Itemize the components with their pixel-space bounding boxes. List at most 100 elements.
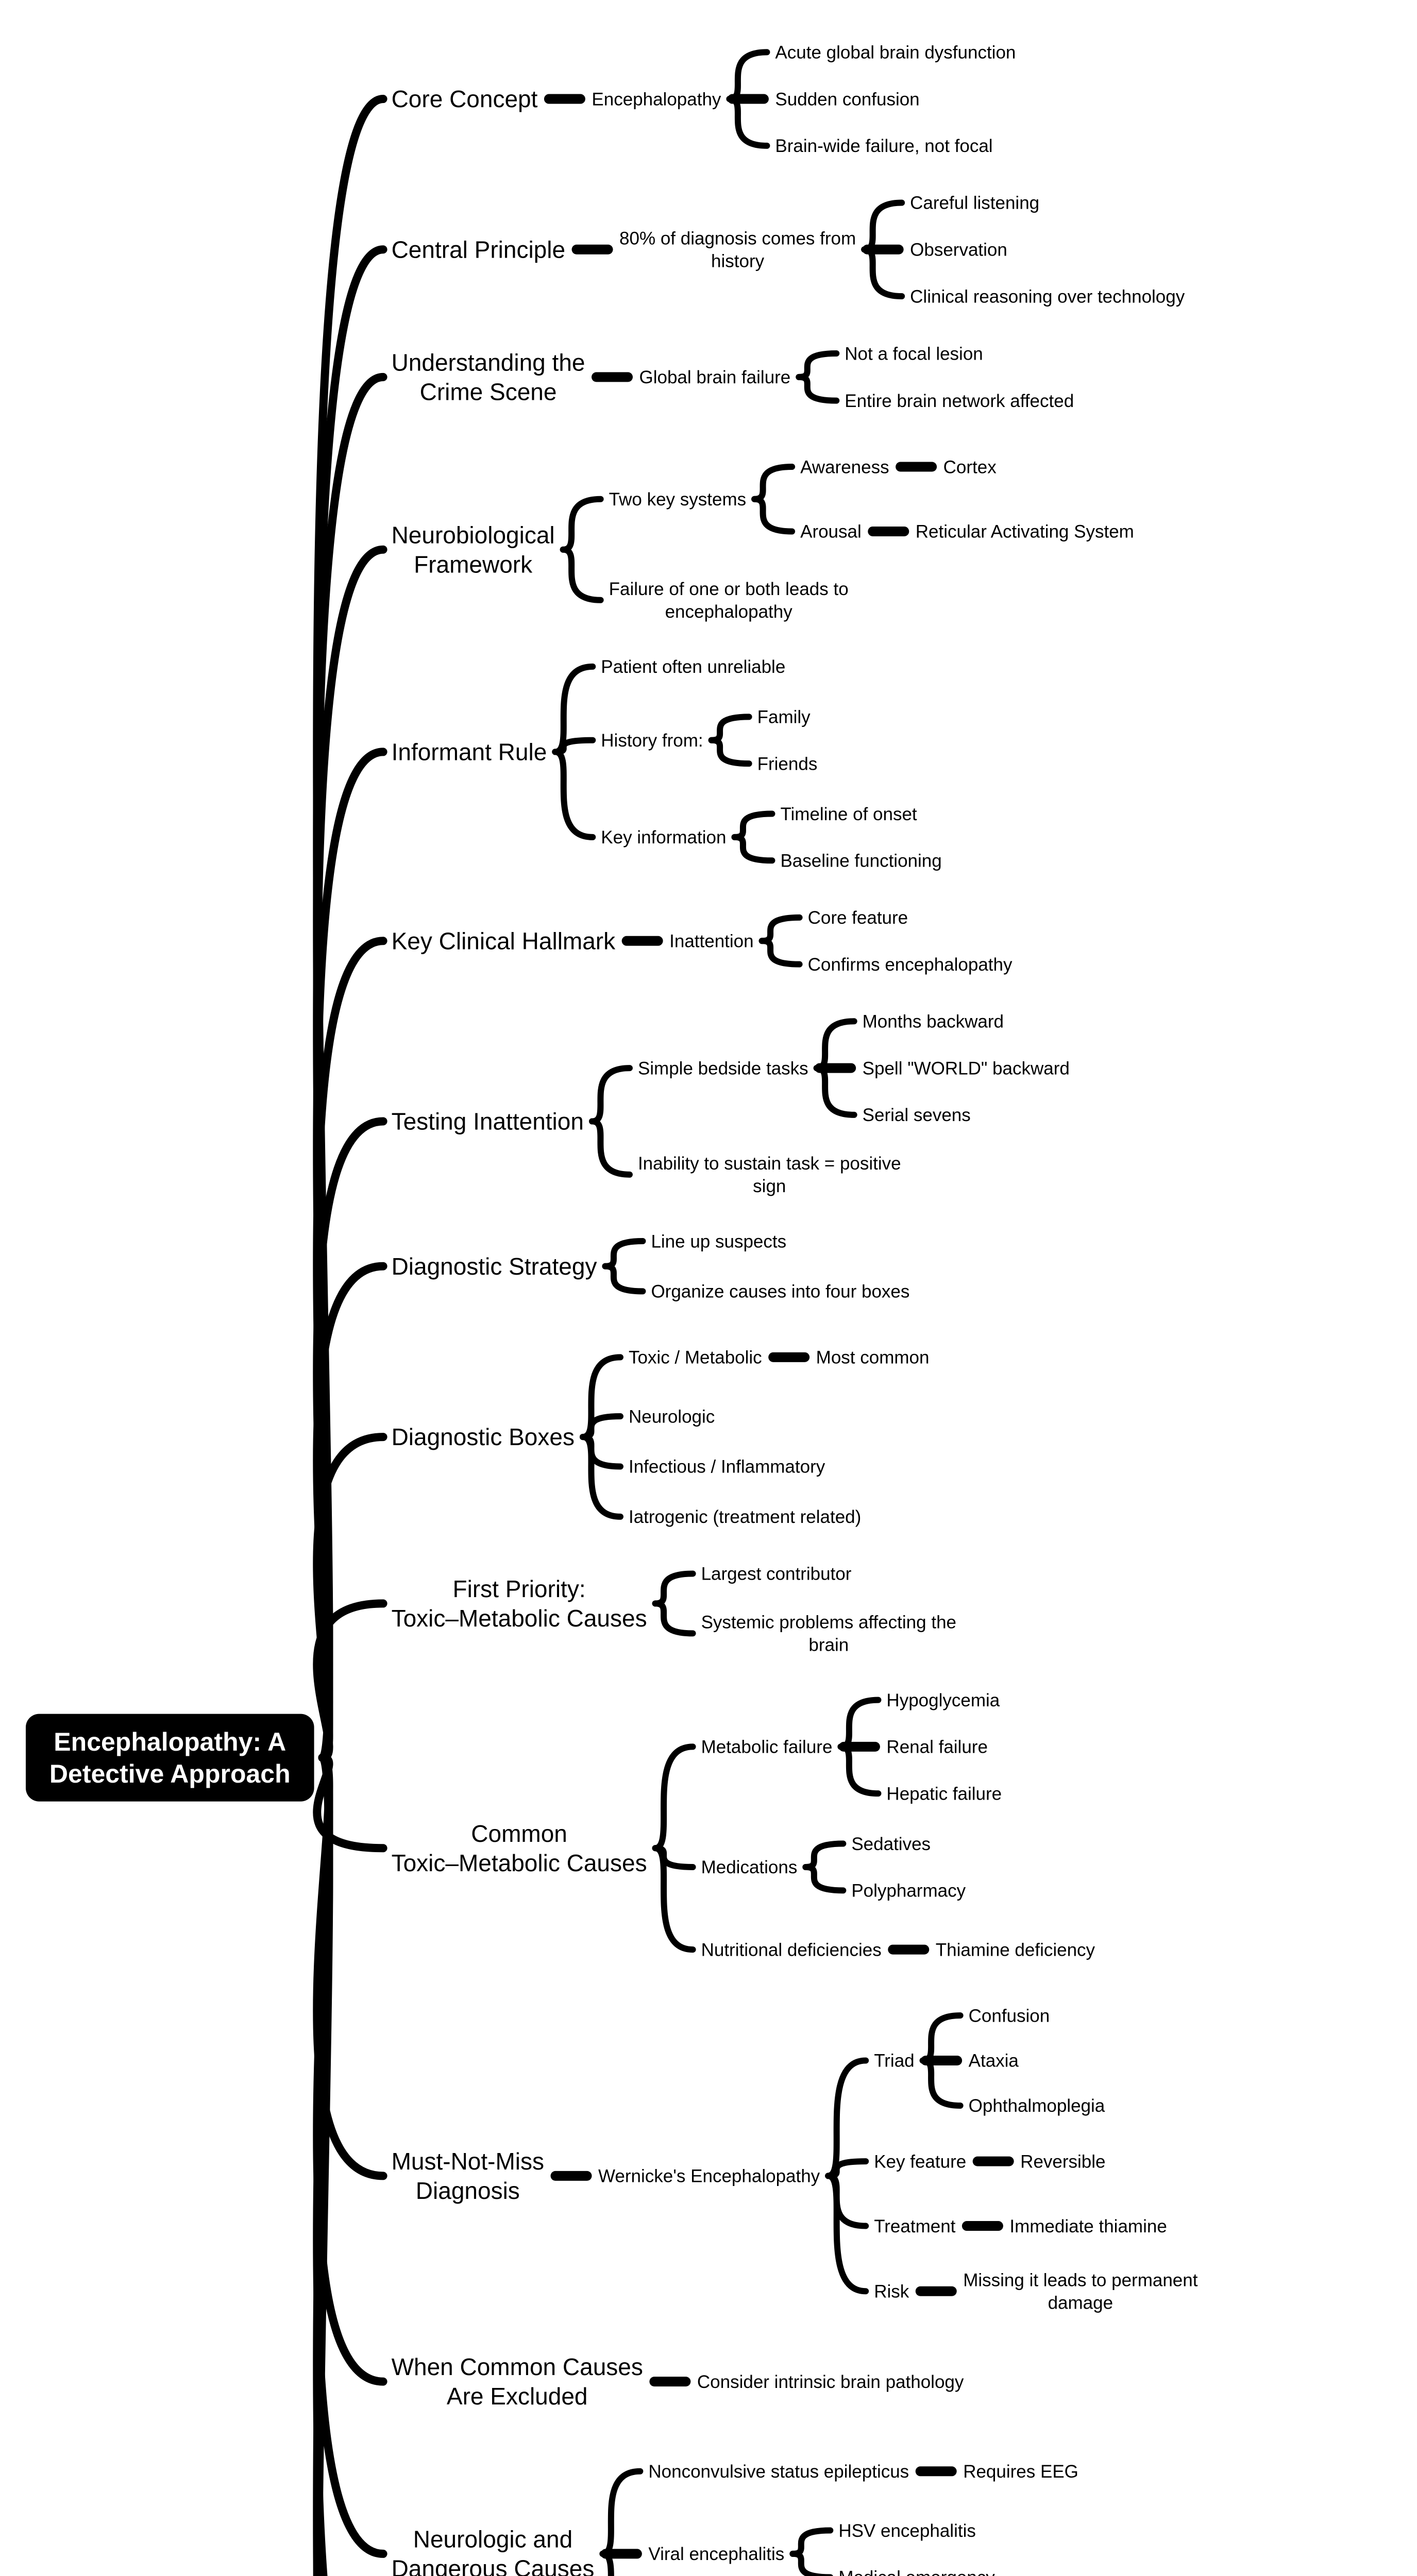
branch-label: Awareness [800, 457, 889, 477]
leaf-label: Entire brain network affected [845, 391, 1074, 411]
connector-curve [726, 49, 770, 103]
branch-label: Common [471, 1820, 567, 1847]
branch-label: Crime Scene [420, 378, 557, 405]
connector-curve [919, 2057, 964, 2109]
leaf-label: Consider intrinsic brain pathology [697, 2372, 964, 2392]
branch-label: Global brain failure [639, 367, 791, 387]
leaf-label: Brain-wide failure, not focal [775, 136, 992, 156]
connector-curve [602, 1238, 646, 1269]
leaf-label: brain [808, 1635, 849, 1655]
branch-label: Are Excluded [447, 2383, 588, 2410]
root-node-box [26, 1714, 314, 1802]
branch-label: Two key systems [609, 489, 746, 510]
leaf-label: Spell "WORLD" backward [863, 1058, 1070, 1078]
leaf-label: Failure of one or both leads to [609, 579, 849, 599]
connector-curve [837, 1697, 882, 1750]
leaf-label: Inability to sustain task = positive [638, 1154, 901, 1174]
leaf-label: Clinical reasoning over technology [910, 286, 1185, 307]
connector-curve [599, 2468, 644, 2557]
connector-curve [560, 496, 604, 553]
branch-label: Diagnostic Strategy [392, 1253, 597, 1280]
leaf-label: Reticular Activating System [916, 522, 1134, 542]
connector-curve [751, 496, 796, 535]
connector-curve [813, 1065, 857, 1118]
branch-label: Simple bedside tasks [638, 1058, 808, 1078]
leaf-label: Confirms encephalopathy [808, 955, 1013, 975]
leaf-label: Patient often unreliable [601, 657, 785, 677]
branch-label: Metabolic failure [701, 1737, 833, 1757]
branch-label: Testing Inattention [392, 1108, 584, 1135]
leaf-label: Immediate thiamine [1009, 2216, 1167, 2236]
leaf-label: Family [757, 707, 811, 727]
branch-label: Core Concept [392, 86, 538, 112]
branch-label: Key feature [874, 2151, 966, 2172]
connector-curve [802, 1840, 847, 1870]
leaf-label: damage [1048, 2293, 1113, 2313]
leaf-label: Sedatives [851, 1834, 931, 1854]
leaf-label: Hypoglycemia [886, 1690, 1000, 1710]
connector-curve [751, 464, 796, 502]
connector-curve [758, 938, 803, 968]
leaf-label: Neurologic [629, 1406, 715, 1427]
connector-curve [313, 1599, 387, 1762]
leaf-label: Cortex [943, 457, 997, 477]
leaf-label: Months backward [863, 1012, 1004, 1032]
connector-curve [652, 1845, 696, 1953]
branch-label: First Priority: [453, 1575, 586, 1602]
branch-label: Encephalopathy [592, 89, 721, 109]
leaf-label: Hepatic failure [886, 1784, 1002, 1804]
connector-curve [731, 834, 775, 864]
leaf-label: Serial sevens [863, 1105, 971, 1125]
leaf-label: Missing it leads to permanent [963, 2270, 1197, 2291]
connector-curve [599, 2550, 614, 2576]
branch-label: Arousal [800, 522, 862, 542]
leaf-label: Infectious / Inflammatory [629, 1457, 825, 1477]
branch-label: Triad [874, 2051, 914, 2071]
connector-curve [813, 1018, 857, 1072]
connector-curve [789, 2550, 833, 2576]
connector-curve [588, 1118, 633, 1178]
connector-curve [708, 737, 752, 767]
branch-label: Wernicke's Encephalopathy [598, 2166, 820, 2187]
branch-label: Neurologic and [413, 2526, 572, 2553]
branch-label: Key Clinical Hallmark [392, 927, 616, 954]
connector-curve [579, 1354, 623, 1440]
branch-label: Risk [874, 2282, 909, 2302]
leaf-label: Renal failure [886, 1737, 988, 1757]
branch-label: Nutritional deficiencies [701, 1940, 882, 1960]
leaf-label: Observation [910, 240, 1007, 260]
connector-curve [652, 1600, 696, 1637]
leaf-label: encephalopathy [665, 602, 793, 622]
connector-curve [731, 810, 775, 840]
connector-curve [861, 246, 905, 300]
branch-label: Framework [414, 551, 533, 578]
leaf-label: Reversible [1020, 2151, 1105, 2172]
branch-label: Viral encephalitis [648, 2544, 784, 2564]
leaf-label: Careful listening [910, 193, 1039, 213]
branch-label: Must-Not-Miss [392, 2148, 544, 2175]
leaf-label: Most common [816, 1348, 930, 1368]
leaf-label: Ataxia [969, 2051, 1019, 2071]
leaf-label: sign [753, 1176, 786, 1196]
branch-label: Treatment [874, 2216, 955, 2236]
connector-curve [652, 1570, 696, 1607]
branch-label: Dangerous Causes [392, 2555, 595, 2576]
leaf-label: Core feature [808, 908, 908, 928]
branch-label: Nonconvulsive status epilepticus [648, 2462, 909, 2482]
branch-label: Diagnostic Boxes [392, 1423, 575, 1450]
leaf-label: Polypharmacy [851, 1881, 966, 1901]
leaf-label: Not a focal lesion [845, 344, 983, 364]
connector-curve [796, 374, 840, 404]
connector-curve [802, 1863, 847, 1894]
branch-label: Toxic–Metabolic Causes [392, 1850, 647, 1876]
branch-label: history [711, 251, 765, 271]
connector-curve [652, 1743, 696, 1852]
branch-label: Medications [701, 1857, 798, 1877]
branch-label: Central Principle [392, 236, 565, 263]
leaf-label: Thiamine deficiency [936, 1940, 1095, 1960]
leaf-label: Iatrogenic (treatment related) [629, 1507, 861, 1527]
connector-curve [837, 1743, 882, 1797]
branch-label: Inattention [669, 931, 753, 952]
